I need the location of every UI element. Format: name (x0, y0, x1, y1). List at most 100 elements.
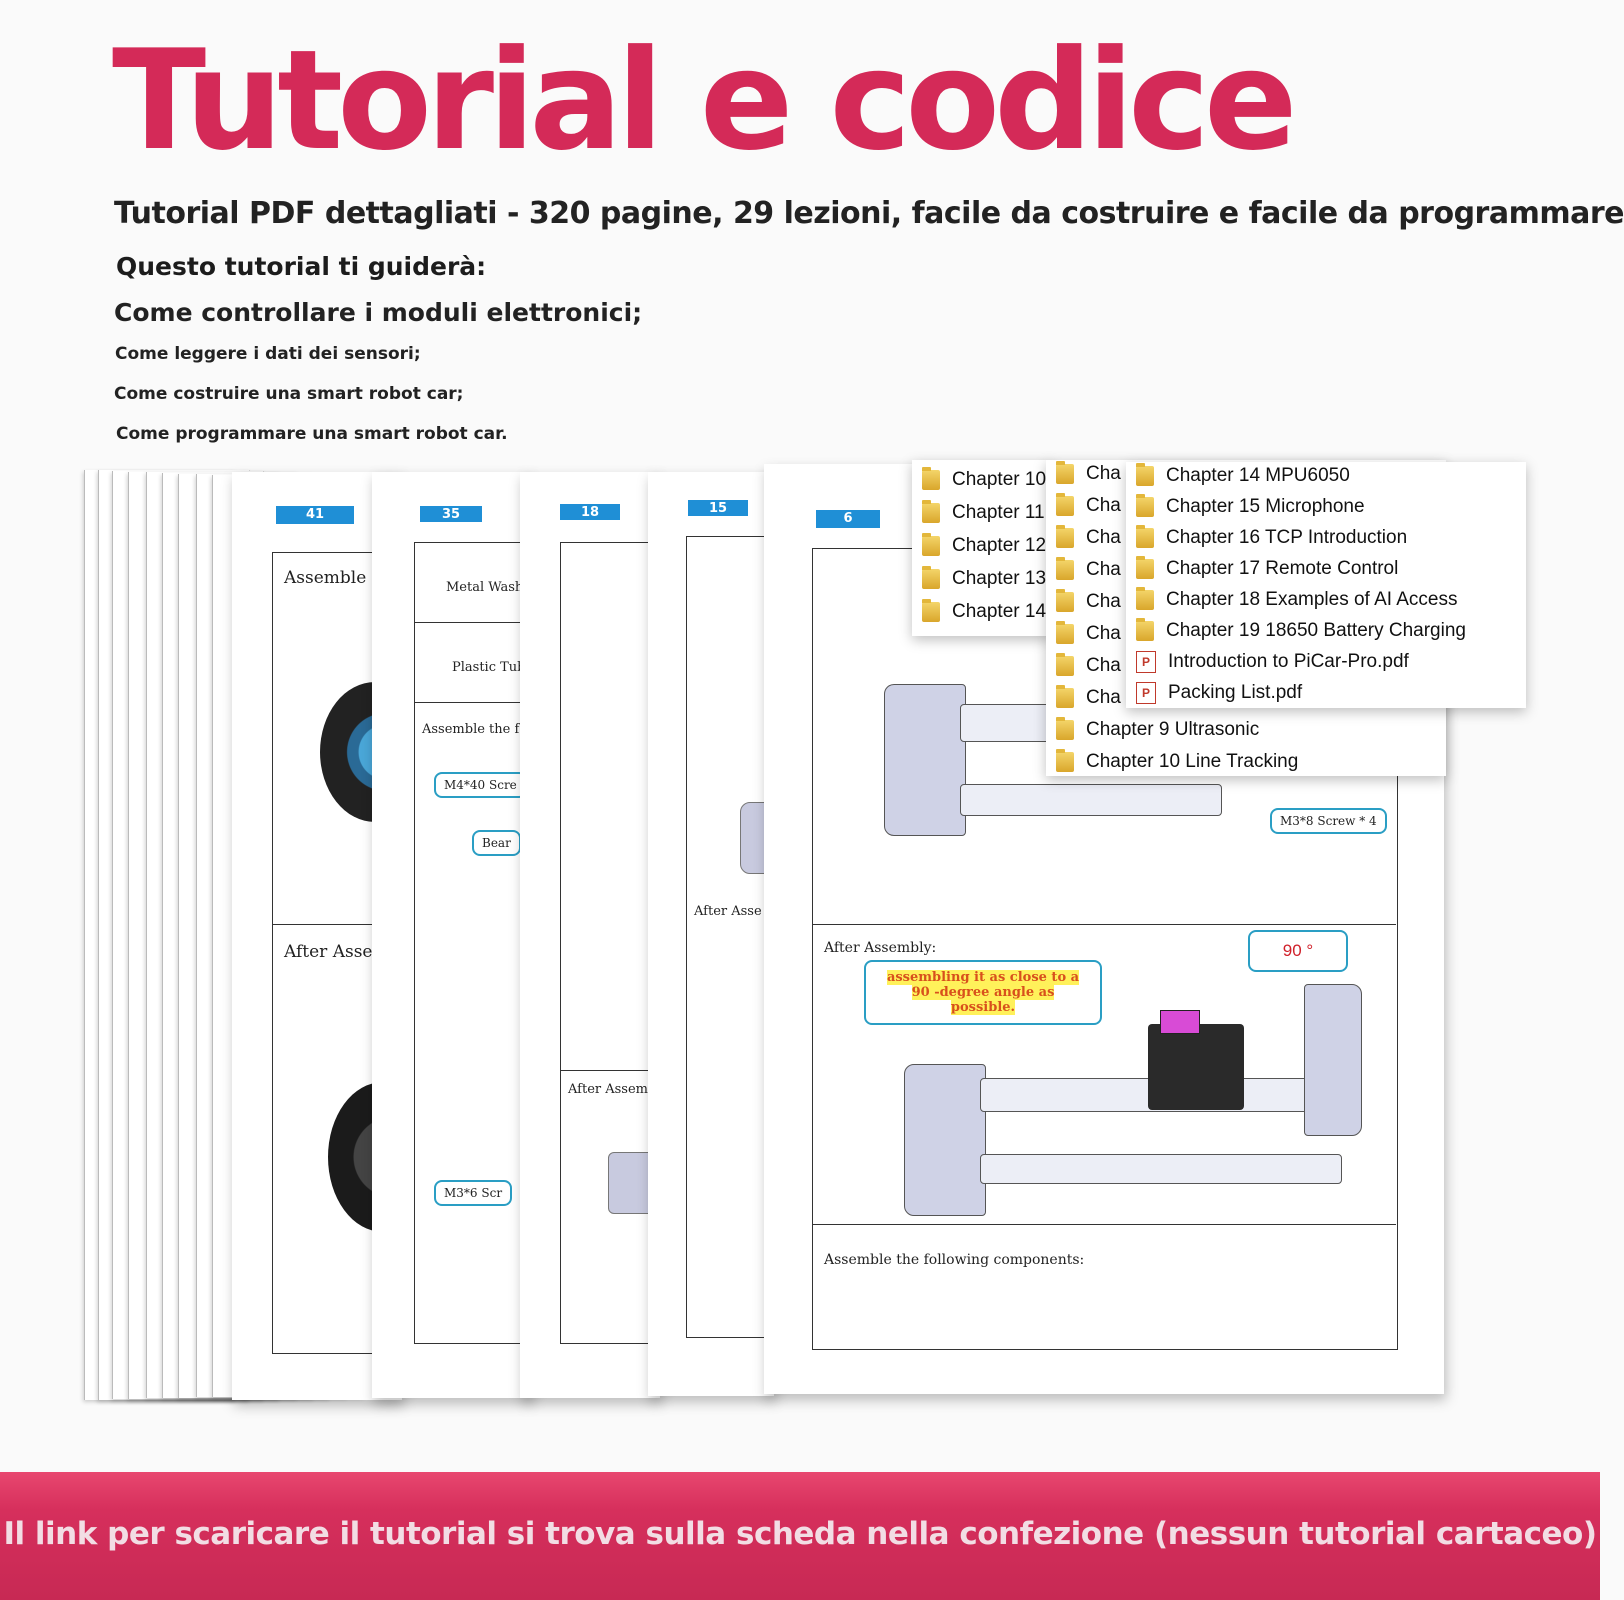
divider (272, 924, 422, 925)
angle-callout: 90 ° (1248, 930, 1348, 972)
part-callout: M3*8 Screw * 4 (1270, 808, 1387, 834)
folder-item[interactable]: Chapter 10 (922, 466, 1046, 494)
folder-label: Chapter 15 Microphone (1166, 496, 1365, 517)
folder-label: Cha (1086, 591, 1121, 612)
folder-icon (1136, 556, 1154, 579)
folder-icon (1056, 653, 1074, 676)
folder-item[interactable]: Chapter 12 (922, 532, 1046, 560)
tutorial-page-18: 18 After Assem (520, 472, 682, 1398)
footer-text: Il link per scaricare il tutorial si tro… (3, 1516, 1597, 1552)
folder-label: Chapter 11 (952, 502, 1045, 523)
folder-item[interactable]: Chapter 19 18650 Battery Charging (1136, 617, 1466, 645)
folder-icon (1056, 589, 1074, 612)
folder-item[interactable]: Chapter 18 Examples of AI Access (1136, 586, 1458, 614)
plate-illustration (980, 1154, 1342, 1184)
folder-label: Cha (1086, 687, 1121, 708)
folder-item[interactable]: Chapter 14 MPU6050 (1136, 462, 1350, 490)
page-caption: Assemble the following components: (824, 1252, 1085, 1268)
file-label: Packing List.pdf (1168, 682, 1303, 703)
folder-icon (1056, 749, 1074, 772)
folder-item[interactable]: Cha (1056, 588, 1121, 616)
page-title: Tutorial e codice (112, 20, 1298, 181)
folder-icon (1136, 618, 1154, 641)
page-caption: Assemble t (284, 568, 379, 588)
folder-label: Chapter 13 (952, 568, 1047, 589)
folder-icon (922, 566, 940, 589)
folder-item[interactable]: Chapter 17 Remote Control (1136, 555, 1398, 583)
divider (812, 924, 1396, 925)
bracket-illustration (904, 1064, 986, 1216)
servo-top-icon (1160, 1010, 1200, 1034)
folder-label: Chapter 16 TCP Introduction (1166, 527, 1408, 548)
page-number: 35 (420, 506, 482, 522)
folder-item[interactable]: Cha (1056, 652, 1121, 680)
folder-label: Chapter 10 Line Tracking (1086, 751, 1299, 772)
folder-item[interactable]: Chapter 9 Ultrasonic (1056, 716, 1259, 744)
folder-item[interactable]: Cha (1056, 620, 1121, 648)
page-caption: After Asser (284, 942, 381, 962)
folder-label: Chapter 14 (952, 601, 1047, 622)
bracket-illustration (1304, 984, 1362, 1136)
folder-label: Chapter 18 Examples of AI Access (1166, 589, 1458, 610)
file-item[interactable]: P Introduction to PiCar-Pro.pdf (1136, 648, 1409, 676)
part-callout: Bear (472, 830, 521, 856)
folder-item[interactable]: Cha (1056, 524, 1121, 552)
folder-icon (1056, 461, 1074, 484)
folder-list-panel: Chapter 14 MPU6050 Chapter 15 Microphone… (1126, 462, 1526, 708)
folder-label: Chapter 14 MPU6050 (1166, 465, 1350, 486)
part-callout: M4*40 Scre (434, 772, 527, 798)
page-number: 41 (276, 506, 354, 524)
page-caption: Assemble the f (422, 722, 520, 737)
folder-label: Chapter 19 18650 Battery Charging (1166, 620, 1466, 641)
page-number: 6 (816, 510, 880, 528)
folder-icon (1136, 587, 1154, 610)
divider (560, 1070, 680, 1071)
folder-icon (1136, 525, 1154, 548)
after-assembly-label: After Assembly: (824, 940, 937, 956)
folder-item[interactable]: Chapter 10 Line Tracking (1056, 748, 1298, 776)
folder-icon (1056, 685, 1074, 708)
subtitle: Tutorial PDF dettagliati - 320 pagine, 2… (114, 196, 1624, 231)
pdf-icon: P (1136, 651, 1156, 673)
folder-icon (1136, 494, 1154, 517)
folder-item[interactable]: Chapter 11 (922, 499, 1045, 527)
folder-icon (922, 500, 940, 523)
page-caption: After Asse (694, 904, 762, 919)
part-callout: M3*6 Scr (434, 1180, 513, 1206)
file-item[interactable]: P Packing List.pdf (1136, 679, 1302, 707)
folder-item[interactable]: Cha (1056, 556, 1121, 584)
feature-point: Come leggere i dati dei sensori; (115, 344, 421, 364)
folder-label: Chapter 12 (952, 535, 1047, 556)
folder-list-panel: Chapter 10 Chapter 11 Chapter 12 Chapter… (912, 460, 1052, 636)
table-cell: Plastic Tub (452, 660, 526, 675)
folder-item[interactable]: Chapter 14 (922, 598, 1046, 626)
table-cell: Metal Wash (446, 580, 524, 595)
bracket-illustration (884, 684, 966, 836)
folder-item[interactable]: Chapter 15 Microphone (1136, 493, 1365, 521)
folder-icon (922, 467, 940, 490)
folder-label: Cha (1086, 559, 1121, 580)
folder-item[interactable]: Cha (1056, 460, 1121, 488)
folder-icon (1136, 463, 1154, 486)
folder-item[interactable]: Chapter 16 TCP Introduction (1136, 524, 1407, 552)
folder-item[interactable]: Chapter 13 (922, 565, 1046, 593)
folder-item[interactable]: Cha (1056, 684, 1121, 712)
feature-point: Come costruire una smart robot car; (114, 384, 464, 404)
folder-icon (1056, 621, 1074, 644)
page-number: 15 (688, 500, 748, 516)
page-number: 18 (560, 504, 620, 520)
file-label: Introduction to PiCar-Pro.pdf (1168, 651, 1409, 672)
folder-icon (922, 599, 940, 622)
folder-label: Cha (1086, 623, 1121, 644)
folder-label: Cha (1086, 527, 1121, 548)
divider (812, 1224, 1396, 1225)
footer-banner: Il link per scaricare il tutorial si tro… (0, 1472, 1600, 1600)
folder-icon (1056, 525, 1074, 548)
folder-item[interactable]: Cha (1056, 492, 1121, 520)
folder-icon (1056, 493, 1074, 516)
divider (414, 702, 554, 703)
folder-label: Cha (1086, 495, 1121, 516)
note-callout: assembling it as close to a 90 -degree a… (864, 960, 1102, 1025)
folder-label: Chapter 9 Ultrasonic (1086, 719, 1260, 740)
pdf-icon: P (1136, 682, 1156, 704)
